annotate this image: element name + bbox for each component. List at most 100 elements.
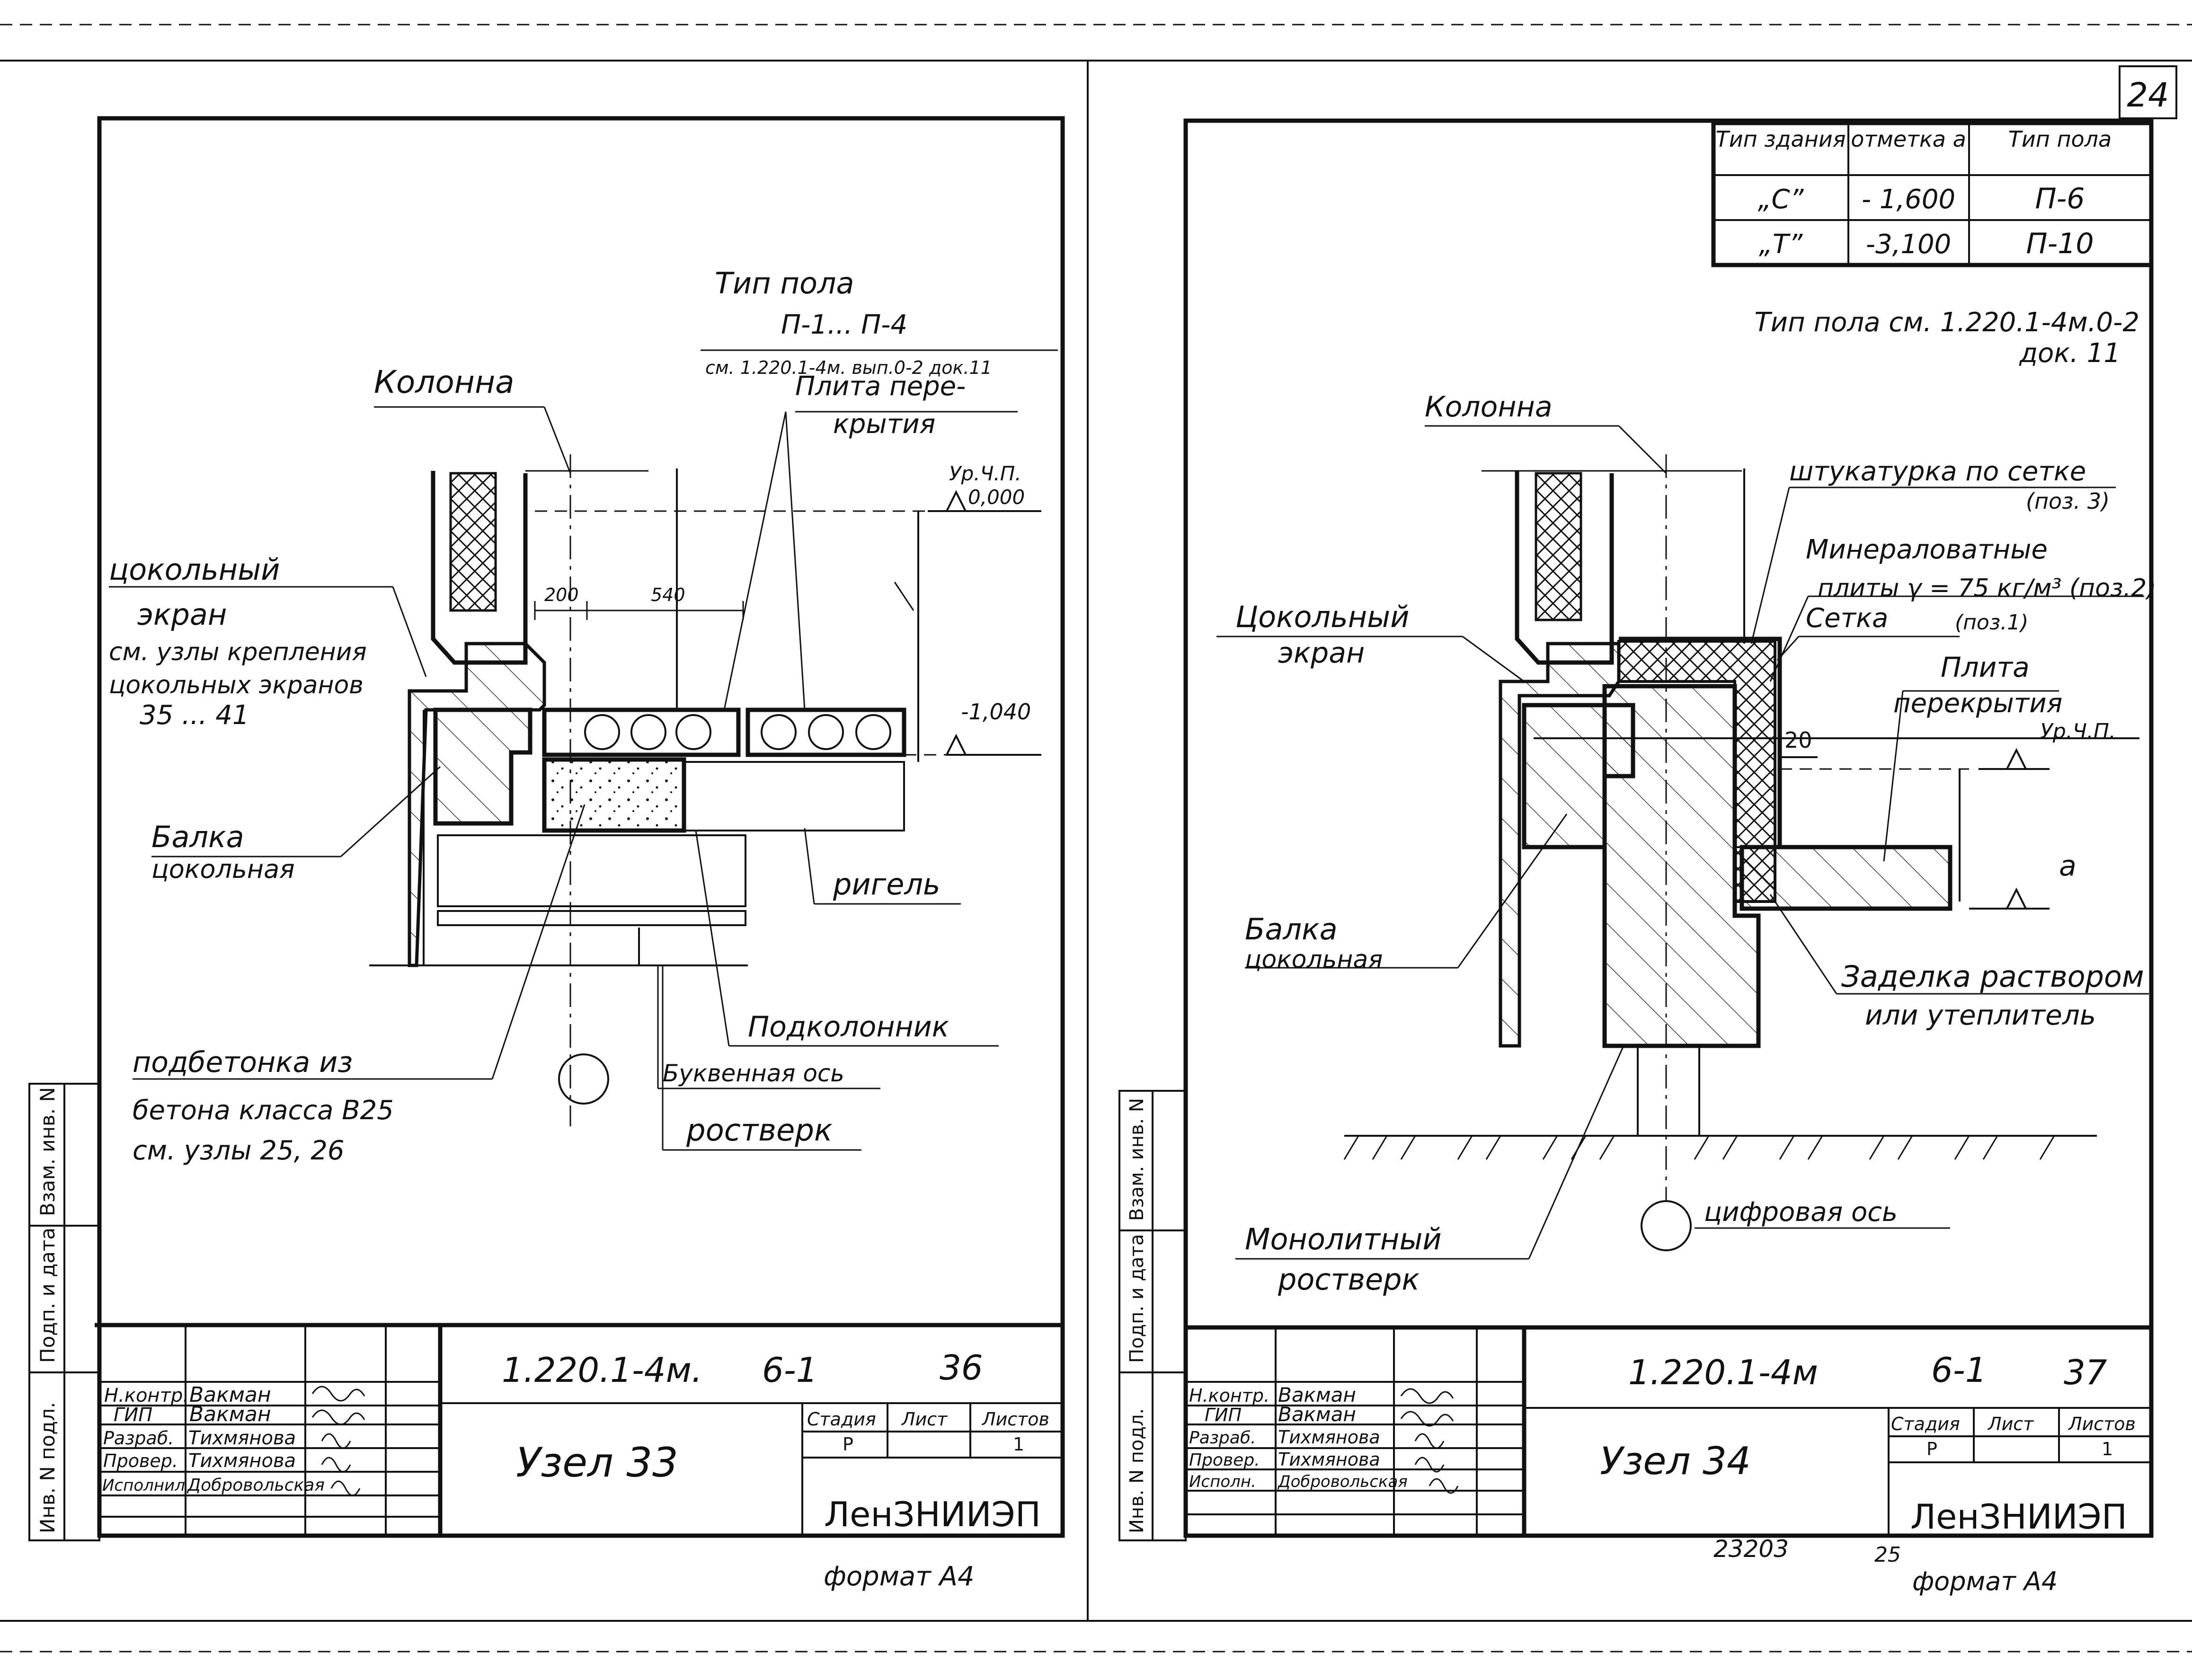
right-level-a: а <box>2059 849 2077 883</box>
right-format: формат А4 <box>1912 1566 2058 1596</box>
right-stamp-inv-replace: Взам. инв. N <box>1126 1098 1148 1221</box>
left-crossbar <box>369 757 905 966</box>
stamp-inv-replace: Взам. инв. N <box>36 1087 59 1216</box>
left-frame <box>97 116 1065 1538</box>
right-plinth-label-2: экран <box>1278 637 1365 670</box>
table-cell-1-1: -3,100 <box>1866 229 1952 260</box>
right-title-block: 1.220.1-4м 6-1 37 Узел 34 ЛенЗНИИЭП Стад… <box>1186 1325 2151 1537</box>
left-signature-0 <box>311 1386 365 1402</box>
left-signature-2 <box>321 1433 351 1449</box>
left-signature-4 <box>330 1480 361 1496</box>
left-name-4: Добровольская <box>186 1476 325 1495</box>
right-floor-ref-2: док. 11 <box>2019 338 2121 369</box>
letter-axis-label: Буквенная ось <box>663 1060 844 1087</box>
right-sheet: Инв. N подл. Подп. и дата Взам. инв. N Т… <box>1118 118 2157 1596</box>
page-number-box <box>2119 65 2177 119</box>
right-beam-label: Балка <box>1245 912 1338 946</box>
left-stage-header: Стадия <box>807 1409 876 1430</box>
right-signature-1 <box>1400 1411 1454 1427</box>
left-role-4: Исполнил <box>102 1476 185 1495</box>
archive-sheet: 25 <box>1874 1543 1901 1567</box>
right-name-1: Вакман <box>1278 1403 1356 1426</box>
left-plinth <box>408 642 546 967</box>
right-stamp-inv-original: Инв. N подл. <box>1126 1408 1148 1533</box>
left-signature-1 <box>311 1409 365 1425</box>
mineral-label-2: плиты γ = 75 кг/м³ (поз.2) <box>1818 574 2157 602</box>
beam-label: Балка <box>151 820 244 854</box>
right-seq: 37 <box>2064 1353 2107 1392</box>
left-role-2: Разраб. <box>103 1428 174 1449</box>
right-name-2: Тихмянова <box>1278 1427 1380 1448</box>
right-signature-2 <box>1414 1433 1445 1449</box>
left-leaders <box>109 349 1058 1151</box>
plinth-screen-label-2: экран <box>137 597 227 632</box>
page-number: 24 <box>2127 76 2169 115</box>
table-cell-0-0: „С” <box>1757 184 1804 215</box>
right-doc-code: 1.220.1-4м <box>1628 1353 1818 1392</box>
left-labels: Тип пола П-1... П-4 см. 1.220.1-4м. вып.… <box>109 266 1031 1166</box>
level-mark-label: -1,040 <box>961 699 1031 725</box>
right-role-3: Провер. <box>1189 1450 1260 1470</box>
right-signature-0 <box>1400 1388 1454 1404</box>
left-role-3: Провер. <box>103 1450 178 1471</box>
right-signature-3 <box>1414 1457 1445 1473</box>
right-name-3: Тихмянова <box>1278 1449 1380 1470</box>
mesh-pos: (поз.1) <box>1955 610 2028 635</box>
plinth-screen-label: цокольный <box>109 552 280 587</box>
right-beam-label-2: цокольная <box>1245 946 1383 974</box>
plaster-pos: (поз. 3) <box>2026 488 2110 514</box>
right-levels <box>1534 737 2139 910</box>
concrete-prep-label-2: бетона класса В25 <box>133 1095 394 1126</box>
right-ground <box>1343 1046 2097 1160</box>
left-node-name: Узел 33 <box>516 1439 678 1486</box>
left-sheet: Инв. N подл. Подп. и дата Взам. инв. N <box>28 116 1065 1592</box>
table-cell-1-2: П-10 <box>2026 227 2094 260</box>
table-cell-0-2: П-6 <box>2035 182 2085 215</box>
dim-20: 20 <box>1784 727 1812 753</box>
right-role-1: ГИП <box>1205 1405 1242 1425</box>
sealing-label: Заделка раствором <box>1841 959 2144 994</box>
left-sheet-header: Лист <box>901 1409 948 1430</box>
left-slab <box>542 707 906 757</box>
column-base-label: Подколонник <box>748 1010 949 1043</box>
right-floor-ref: Тип пола см. 1.220.1-4м.0-2 <box>1754 307 2139 338</box>
left-stage: Р <box>843 1434 853 1455</box>
page-border <box>0 24 2192 1653</box>
monolith-label-2: ростверк <box>1278 1262 1420 1297</box>
level-floor-label: Ур.Ч.П. <box>949 462 1021 485</box>
right-slab-label: Плита <box>1941 651 2030 683</box>
left-name-1: Вакман <box>189 1402 271 1426</box>
left-title-block: 1.220.1-4м. 6-1 36 Узел 33 ЛенЗНИИЭП Ста… <box>95 1323 1063 1536</box>
plinth-screen-label-5: 35 ... 41 <box>140 700 249 731</box>
left-sheet-code: 6-1 <box>762 1350 818 1390</box>
concrete-prep-label: подбетонка из <box>133 1046 353 1079</box>
right-name-0: Вакман <box>1278 1383 1356 1406</box>
digit-axis-label: цифровая ось <box>1704 1197 1898 1228</box>
right-labels: Тип пола см. 1.220.1-4м.0-2 док. 11 Коло… <box>1235 307 2157 1297</box>
crossbar-label: ригель <box>833 867 941 902</box>
table-header-floor: Тип пола <box>2008 126 2112 152</box>
stamp-sign-date: Подп. и дата <box>36 1228 59 1363</box>
left-name-3: Тихмянова <box>188 1450 296 1472</box>
right-sheets: 1 <box>2102 1439 2113 1459</box>
right-stamp-sign-date: Подп. и дата <box>1126 1234 1148 1363</box>
right-sheets-header: Листов <box>2068 1414 2136 1434</box>
left-levels <box>534 490 1041 762</box>
right-role-0: Н.контр. <box>1189 1385 1269 1406</box>
right-floor-table: Тип здания отметка а Тип пола „С” - 1,60… <box>1711 121 2154 267</box>
sealing-label-2: или утеплитель <box>1865 999 2096 1031</box>
right-sheet-header: Лист <box>1987 1414 2034 1434</box>
right-role-2: Разраб. <box>1189 1428 1256 1448</box>
right-grillage <box>1602 684 1761 1048</box>
right-org: ЛенЗНИИЭП <box>1910 1497 2127 1537</box>
left-doc-code: 1.220.1-4м. <box>502 1350 702 1390</box>
right-frame <box>1183 118 2154 1538</box>
table-cell-0-1: - 1,600 <box>1862 184 1955 215</box>
column-label: Колонна <box>374 364 515 400</box>
left-axis-circle <box>558 1053 609 1105</box>
right-stage-header: Стадия <box>1891 1414 1960 1434</box>
right-sheet-code: 6-1 <box>1931 1350 1987 1390</box>
dim-200: 200 <box>544 584 579 605</box>
left-sheets-header: Листов <box>981 1409 1049 1430</box>
